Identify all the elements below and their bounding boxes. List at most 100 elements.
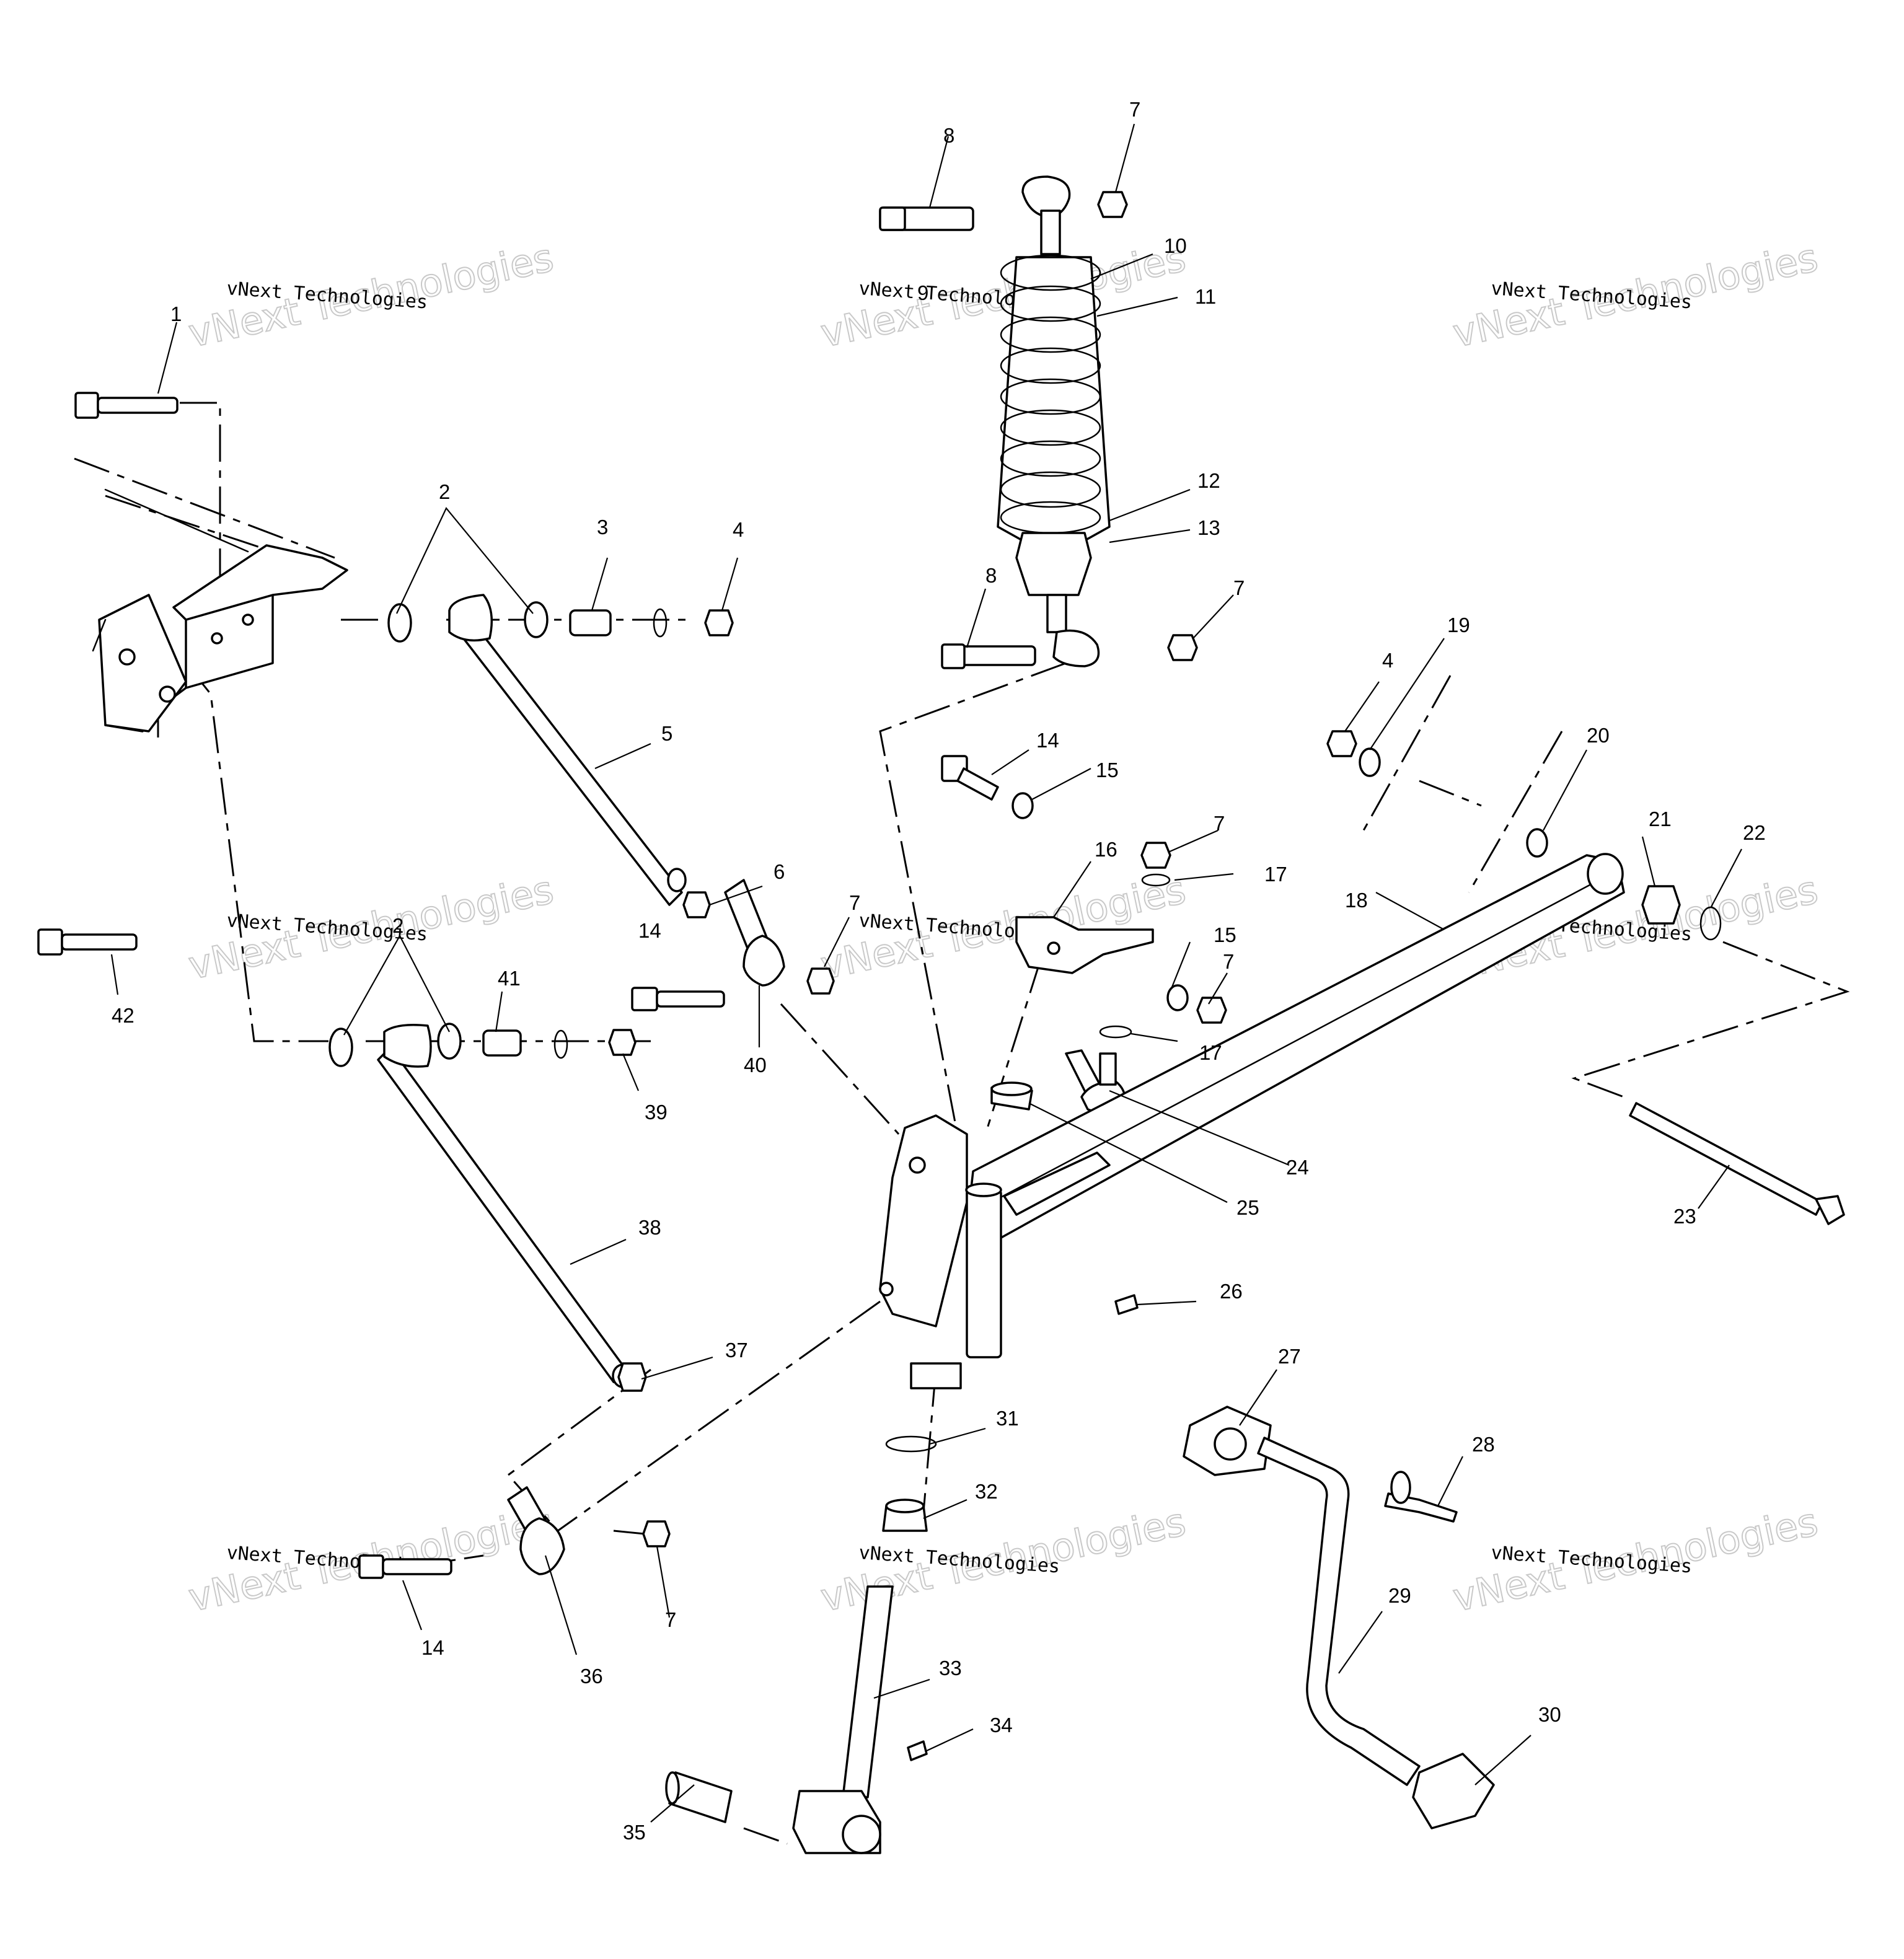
spring-coil: [1000, 347, 1101, 384]
spindle-knuckle: [879, 1114, 1002, 1389]
alignment-line: [1362, 675, 1452, 831]
leader-line: [1192, 594, 1234, 639]
leader-line: [1096, 296, 1178, 317]
pedal-arm: [1257, 1437, 1421, 1786]
leader-line: [1543, 749, 1587, 831]
washer: [885, 1435, 937, 1453]
frame-bolt-hole: [211, 632, 223, 645]
callout-14: 14: [638, 919, 661, 942]
leader-line: [157, 322, 178, 394]
callout-5: 5: [661, 722, 672, 745]
watermark-top-left: vNext Technologies vNext Technologies: [184, 234, 558, 357]
nut: [682, 891, 711, 918]
leader-line: [928, 136, 950, 208]
leader-line: [926, 1728, 974, 1751]
trailing-arm-pivot: [1587, 853, 1624, 895]
leader-line: [709, 885, 763, 906]
lower-arm-hardware: [328, 1023, 637, 1067]
leader-line: [1338, 1611, 1383, 1674]
bracket-hole: [1047, 941, 1060, 955]
frame-bolt-hole: [118, 648, 136, 666]
callout-42: 42: [112, 1004, 134, 1027]
spindle-33: [792, 1585, 928, 1854]
arm-tube: [377, 1046, 627, 1383]
bolt-23: [1629, 1102, 1845, 1225]
washer: [1166, 984, 1189, 1011]
callout-15: 15: [1096, 759, 1119, 781]
sleeve-35: [665, 1771, 733, 1823]
leader-line: [594, 742, 651, 770]
frame-bracket-top: [172, 544, 348, 621]
callout-23: 23: [1673, 1205, 1696, 1228]
leader-line: [929, 1427, 986, 1445]
spring-coil: [1000, 254, 1101, 291]
grease-fitting-body: [1114, 1294, 1139, 1315]
leader-line: [570, 1238, 627, 1266]
callout-9: 9: [917, 281, 928, 304]
callout-22: 22: [1743, 821, 1766, 844]
leader-line: [495, 991, 503, 1032]
knuckle-collar: [910, 1362, 962, 1389]
bolt-head: [74, 392, 99, 419]
leader-line: [1109, 1090, 1290, 1166]
alignment-line: [1468, 731, 1563, 893]
lower-arm-38: [377, 1024, 634, 1388]
callout-12: 12: [1197, 469, 1220, 492]
knuckle-tube-top: [965, 1182, 1002, 1197]
watermark-mid-center: vNext Technologies vNext Technologies: [816, 866, 1190, 989]
callout-20: 20: [1587, 724, 1610, 747]
leader-line: [1344, 681, 1380, 732]
leader-line: [1109, 488, 1191, 522]
callout-7: 7: [849, 891, 860, 914]
callout-16: 16: [1095, 838, 1117, 861]
watermark-top-center: vNext Technologies vNext Technologies: [816, 234, 1190, 357]
spindle-shaft: [842, 1585, 894, 1798]
spindle-hardware: [882, 1435, 937, 1532]
leader-line: [824, 917, 850, 967]
arm-end: [667, 868, 687, 892]
leader-line: [1474, 1735, 1532, 1785]
leader-line: [1174, 873, 1234, 881]
bolt-head: [1815, 1195, 1845, 1225]
callout-41: 41: [498, 967, 521, 990]
bracket-16-group: [941, 755, 1227, 1039]
bolt-42: [37, 928, 138, 956]
upper-arm-hardware: [387, 601, 734, 643]
nut: [1140, 842, 1171, 869]
shock-body: [997, 256, 1111, 559]
callout-4: 4: [733, 518, 744, 541]
bushing: [437, 1023, 462, 1060]
callout-2: 2: [439, 480, 450, 503]
leader-line: [1130, 1032, 1178, 1042]
nut: [704, 609, 734, 636]
frame-bracket: [92, 488, 348, 733]
shock-bolt-head: [941, 643, 966, 669]
frame-bracket-gusset: [98, 594, 187, 733]
callout-7: 7: [1233, 576, 1245, 599]
alignment-line: [922, 1369, 937, 1513]
bolt-head: [631, 987, 658, 1011]
frame-rail: [92, 619, 107, 652]
shock-lower-stem: [1046, 594, 1067, 633]
callout-24: 24: [1286, 1156, 1309, 1179]
callout-8: 8: [985, 564, 997, 587]
leader-line: [544, 1555, 578, 1655]
watermark-bottom-right: vNext Technologies vNext Technologies: [1448, 1499, 1822, 1621]
callout-35: 35: [623, 1821, 646, 1844]
nut: [1196, 997, 1227, 1024]
leader-line: [1437, 1456, 1463, 1507]
nut-7-low: [642, 1520, 671, 1547]
bolt-shank: [656, 990, 725, 1008]
leader-line: [1090, 253, 1153, 280]
callout-17: 17: [1264, 863, 1287, 886]
leader-lines: [110, 123, 1742, 1823]
knuckle-plate: [879, 1114, 968, 1327]
nut: [1167, 634, 1198, 661]
arm-pivot-sleeve: [383, 1024, 432, 1068]
bolt-head: [37, 928, 63, 956]
leader-line: [1208, 972, 1228, 1005]
callout-3: 3: [597, 516, 608, 539]
leader-line: [396, 506, 534, 614]
callout-7: 7: [1129, 98, 1140, 121]
alignment-line: [180, 402, 221, 620]
